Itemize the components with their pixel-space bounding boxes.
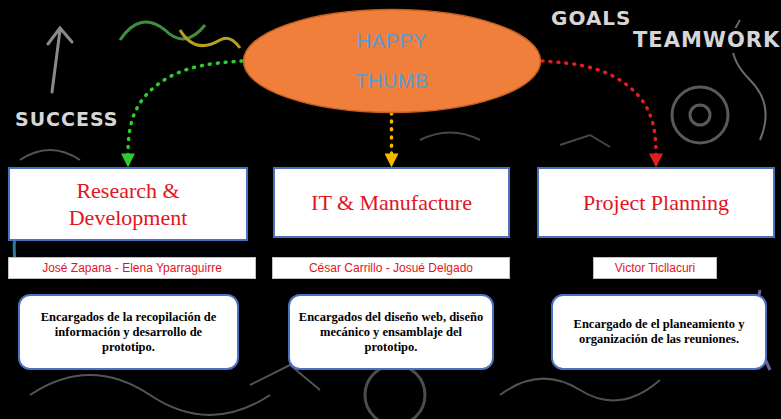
gear-hub [690,105,710,125]
dotted-arrow [390,113,394,166]
team-name: Project Planning [583,189,729,216]
background-word: SUCCESS [12,108,122,131]
team-name: IT & Manufacture [311,189,472,216]
member-names: José Zapana - Elena Yparraguirre [42,260,222,276]
team-box: Project Planning [537,167,775,238]
title-oval: HAPPY THUMB [242,9,542,113]
green-scribble [120,22,205,40]
member-names: Victor Ticllacuri [615,260,695,276]
member-box: José Zapana - Elena Yparraguirre [8,257,256,279]
task-text: Encargados del diseño web, diseño mecáni… [298,310,484,355]
circle-doodle [365,365,425,419]
task-box: Encargados del diseño web, diseño mecáni… [288,294,494,370]
background-word: TEAMWORK [630,28,781,53]
team-box: Research & Development [8,167,248,241]
member-box: Victor Ticllacuri [593,257,717,279]
team-box: IT & Manufacture [273,167,510,238]
dotted-arrow [128,61,242,166]
chalk-lines [420,133,610,148]
member-box: César Carrillo - Josué Delgado [272,257,510,279]
oval-fill [244,10,541,113]
task-box: Encargado de el planeamiento y organizac… [551,294,767,370]
task-box: Encargados de la recopilación de informa… [18,294,239,370]
yellow-scribble [180,30,240,48]
gear-doodle [672,87,728,143]
task-text: Encargado de el planeamiento y organizac… [561,317,757,347]
dotted-arrow [542,61,656,166]
chalk-lines [250,365,660,400]
arrow-doodle [48,28,72,92]
title-text: HAPPY THUMB [337,21,447,101]
oval-shape [242,9,542,113]
background-word: GOALS [548,6,635,30]
task-text: Encargados de la recopilación de informa… [28,310,229,355]
member-names: César Carrillo - Josué Delgado [309,260,473,276]
team-name: Research & Development [18,177,238,231]
